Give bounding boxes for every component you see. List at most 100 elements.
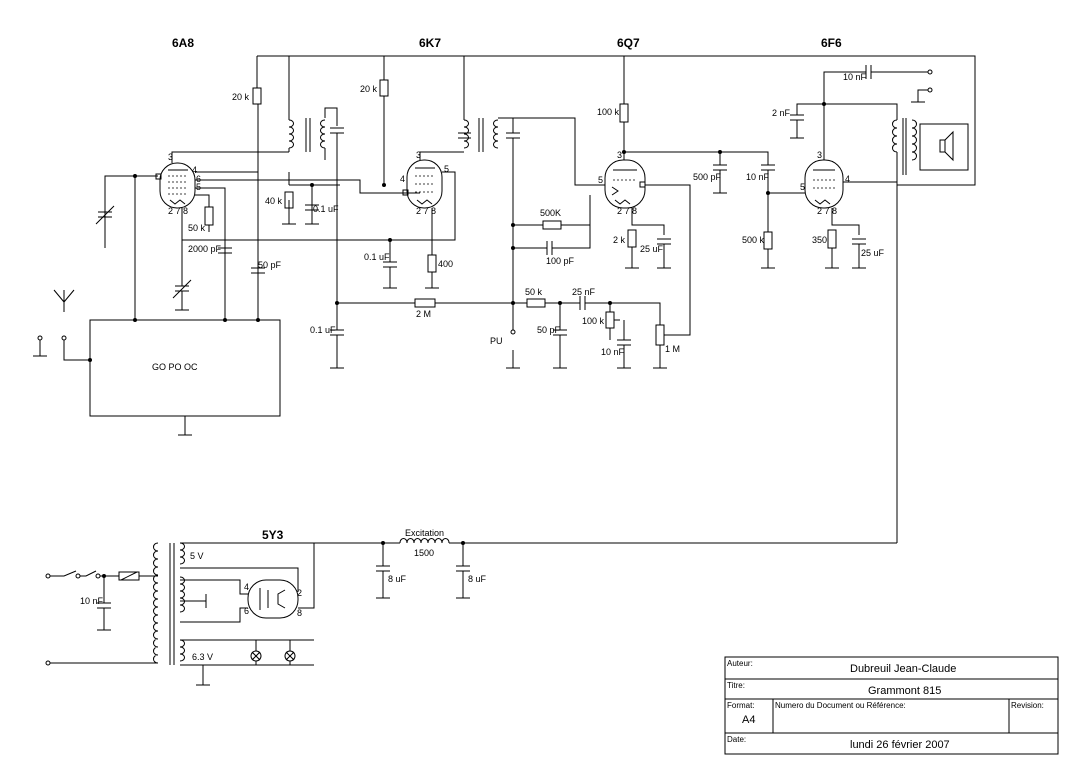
tube-6q7: 3 5 2 7 8 <box>598 150 646 216</box>
label-100k-pot: 100 k <box>582 316 605 326</box>
label-100pf: 100 pF <box>546 256 575 266</box>
pin-b4: 4 <box>400 174 405 184</box>
label-1500: 1500 <box>414 548 434 558</box>
power-transformer <box>153 542 185 665</box>
pin-a3: 3 <box>168 152 173 162</box>
tube-label-6q7: 6Q7 <box>617 36 640 50</box>
tb-date: lundi 26 février 2007 <box>850 739 950 751</box>
pin-e6: 6 <box>244 606 249 616</box>
excitation-coil <box>399 538 450 544</box>
antenna-icon <box>33 289 90 361</box>
label-01uf-a: 0.1 uF <box>313 204 339 214</box>
label-100k: 100 k <box>597 107 620 117</box>
label-5v: 5 V <box>190 551 204 561</box>
tb-auteur-label: Auteur: <box>727 659 753 668</box>
tb-format: A4 <box>742 714 755 726</box>
ht-rail <box>256 55 976 543</box>
pin-d278: 2 7 8 <box>817 206 837 216</box>
pin-e2: 2 <box>297 588 302 598</box>
label-2000pf: 2000 pF <box>188 244 222 254</box>
label-gopooc: GO PO OC <box>152 362 198 372</box>
pin-c278: 2 7 8 <box>617 206 637 216</box>
resistor-50k <box>526 298 546 308</box>
label-1m: 1 M <box>665 344 680 354</box>
resistor-20k-b <box>379 79 389 97</box>
pin-a6: 6 <box>196 174 201 184</box>
resistor-100k <box>619 103 629 123</box>
label-350: 350 <box>812 235 827 245</box>
pin-d4: 4 <box>845 174 850 184</box>
resistor-20k-a <box>252 87 262 105</box>
pin-a278: 2 7 8 <box>168 206 188 216</box>
pin-a4: 4 <box>192 165 197 175</box>
tb-date-label: Date: <box>727 735 746 744</box>
resistor-500k-a <box>542 220 562 230</box>
label-25uf-a: 25 uF <box>640 244 664 254</box>
mains-input <box>45 570 158 666</box>
label-40k: 40 k <box>265 196 283 206</box>
label-500pf: 500 pF <box>693 172 722 182</box>
pin-c5: 5 <box>598 175 603 185</box>
if-transformer-1 <box>288 107 344 330</box>
variable-capacitor-1 <box>95 205 115 225</box>
label-8uf-a: 8 uF <box>388 574 407 584</box>
label-50pf-b: 50 pF <box>537 325 561 335</box>
label-10nf-top: 10 nF <box>843 72 867 82</box>
label-2m: 2 M <box>416 309 431 319</box>
tb-format-label: Format: <box>727 701 755 710</box>
label-20k-b: 20 k <box>360 84 378 94</box>
tube-label-6k7: 6K7 <box>419 36 441 50</box>
label-excitation: Excitation <box>405 528 444 538</box>
pin-b5: 5 <box>444 164 449 174</box>
label-25nf: 25 nF <box>572 287 596 297</box>
pin-d5: 5 <box>800 182 805 192</box>
label-500k-a: 500K <box>540 208 561 218</box>
label-8uf-b: 8 uF <box>468 574 487 584</box>
variable-capacitor-2 <box>172 240 192 311</box>
tb-titre-label: Titre: <box>727 681 745 690</box>
tb-numero-label: Numero du Document ou Référence: <box>775 701 906 710</box>
label-pu: PU <box>490 336 503 346</box>
tube-6a8: 3 4 6 5 2 7 8 <box>155 152 201 216</box>
label-2k: 2 k <box>613 235 626 245</box>
tb-titre: Grammont 815 <box>868 685 941 697</box>
pin-b278: 2 7 8 <box>416 206 436 216</box>
label-500k-b: 500 k <box>742 235 765 245</box>
label-50k-osc: 50 k <box>188 223 206 233</box>
tube-label-6a8: 6A8 <box>172 36 194 50</box>
resistor-2k <box>627 229 637 248</box>
tb-revision-label: Revision: <box>1011 701 1044 710</box>
label-63v: 6.3 V <box>192 652 213 662</box>
tube-6k7: 3 4 5 2 7 8 <box>400 150 449 216</box>
resistor-350 <box>827 229 837 249</box>
potentiometer-1m <box>655 324 665 346</box>
tube-label-6f6: 6F6 <box>821 36 842 50</box>
if-transformer-2 <box>458 117 605 335</box>
pin-e8: 8 <box>297 608 302 618</box>
resistor-50k-osc <box>204 206 214 226</box>
tube-label-5y3: 5Y3 <box>262 528 284 542</box>
label-25uf-b: 25 uF <box>861 248 885 258</box>
label-10nf-b: 10 nF <box>746 172 770 182</box>
pin-b3: 3 <box>416 150 421 160</box>
resistor-2m <box>414 298 436 308</box>
label-01uf-c: 0.1 uF <box>310 325 336 335</box>
label-2nf: 2 nF <box>772 108 791 118</box>
title-block: Auteur: Dubreuil Jean-Claude Titre: Gram… <box>724 656 1059 755</box>
wiring-6a8 <box>104 104 456 320</box>
label-01uf-b: 0.1 uF <box>364 252 390 262</box>
label-10nf-mains: 10 nF <box>80 596 104 606</box>
tb-auteur: Dubreuil Jean-Claude <box>850 663 956 675</box>
tube-6f6: 3 4 5 2 7 8 <box>800 150 850 216</box>
label-50pf-a: 50 pF <box>258 260 282 270</box>
pin-e4: 4 <box>244 582 249 592</box>
potentiometer-100k <box>605 311 615 329</box>
label-400: 400 <box>438 259 453 269</box>
tube-5y3: 4 6 2 8 <box>244 579 302 619</box>
wiring-6k7 <box>383 151 464 289</box>
label-10nf-c: 10 nF <box>601 347 625 357</box>
resistor-500k-b <box>763 231 773 250</box>
resistor-40k <box>284 191 294 209</box>
label-20k-a: 20 k <box>232 92 250 102</box>
